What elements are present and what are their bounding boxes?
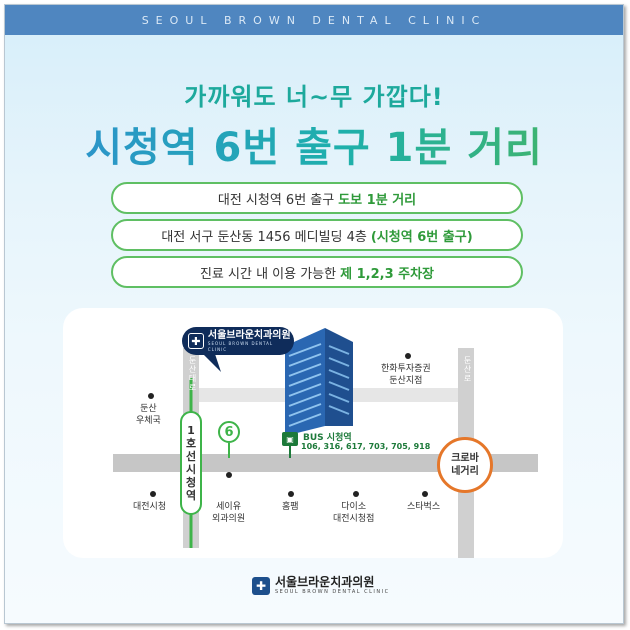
info-address: 대전 서구 둔산동 1456 메디빌딩 4층 (시청역 6번 출구) <box>111 219 523 251</box>
info-highlight: 제 1,2,3 주차장 <box>340 266 435 282</box>
clinic-name-en: SEOUL BROWN DENTAL CLINIC <box>141 13 487 27</box>
place-starbucks: 스타벅스 <box>407 502 441 512</box>
info-walk-distance: 대전 시청역 6번 출구 도보 1분 거리 <box>111 182 523 214</box>
bus-routes: 106, 316, 617, 703, 705, 918 <box>301 442 431 451</box>
daiso-dot <box>353 491 359 497</box>
info-highlight: 도보 1분 거리 <box>338 192 417 208</box>
line1-char: 호 <box>185 437 197 450</box>
bubble-pointer <box>203 354 221 372</box>
place-city-hall: 대전시청 <box>133 502 167 512</box>
bus-stop-title: BUS 시청역 <box>303 433 352 443</box>
bus-icon: ▣ <box>282 432 298 446</box>
line1-char: 1 <box>187 424 195 437</box>
footer-clinic-logo: ✚ 서울브라운치과의원 SEOUL BROWN DENTAL CLINIC <box>252 575 390 596</box>
footer-logo-ko: 서울브라운치과의원 <box>275 575 375 589</box>
exit-6-marker: 6 <box>218 421 240 443</box>
clover-intersection: 크로바 네거리 <box>437 437 493 493</box>
promo-banner: SEOUL BROWN DENTAL CLINIC 가까워도 너~무 가깝다! … <box>4 4 624 624</box>
city-hall-dot <box>150 491 156 497</box>
info-parking: 진료 시간 내 이용 가능한 제 1,2,3 주차장 <box>111 256 523 288</box>
clinic-name-band: SEOUL BROWN DENTAL CLINIC <box>5 5 623 35</box>
line1-station: 1 호 선 시 청 역 <box>180 411 202 515</box>
info-highlight: (시청역 6번 출구) <box>370 229 473 245</box>
headline: 시청역 6번 출구 1분 거리 <box>5 115 623 173</box>
info-text: 진료 시간 내 이용 가능한 <box>199 266 337 282</box>
line1-char: 역 <box>185 489 197 502</box>
line1-char: 선 <box>185 450 197 463</box>
line1-char: 시 <box>185 463 197 476</box>
main-road <box>113 454 538 472</box>
road-left-label: 둔산대로 <box>188 356 197 392</box>
corner-line: 네거리 <box>451 466 479 477</box>
corner-line: 크로바 <box>451 453 479 464</box>
info-text: 대전 시청역 6번 출구 <box>217 192 335 208</box>
map-logo-en: SEOUL BROWN DENTAL CLINIC <box>207 340 274 352</box>
tagline: 가까워도 너~무 가깝다! <box>184 83 444 111</box>
place-homeplus: 홈팸 <box>282 502 299 512</box>
cross-icon: ✚ <box>188 333 204 349</box>
cross-icon: ✚ <box>252 576 270 595</box>
location-map: 둔산대로 둔산로 ✚ 서울브라운치과의원 SEOUL BROWN DENTAL … <box>63 308 563 558</box>
homeplus-dot <box>288 491 294 497</box>
sayu-dot <box>226 472 232 478</box>
map-logo-ko: 서울브라운치과의원 <box>207 329 291 341</box>
hanwha-dot <box>405 353 411 359</box>
building-face <box>285 328 325 436</box>
starbucks-dot <box>422 491 428 497</box>
post-office-dot <box>148 393 154 399</box>
footer-logo-en: SEOUL BROWN DENTAL CLINIC <box>275 589 390 595</box>
info-text: 대전 서구 둔산동 1456 메디빌딩 4층 <box>161 229 367 245</box>
line1-char: 청 <box>185 476 197 489</box>
map-clinic-logo: ✚ 서울브라운치과의원 SEOUL BROWN DENTAL CLINIC <box>182 327 294 355</box>
road-right-label: 둔산로 <box>463 356 472 383</box>
